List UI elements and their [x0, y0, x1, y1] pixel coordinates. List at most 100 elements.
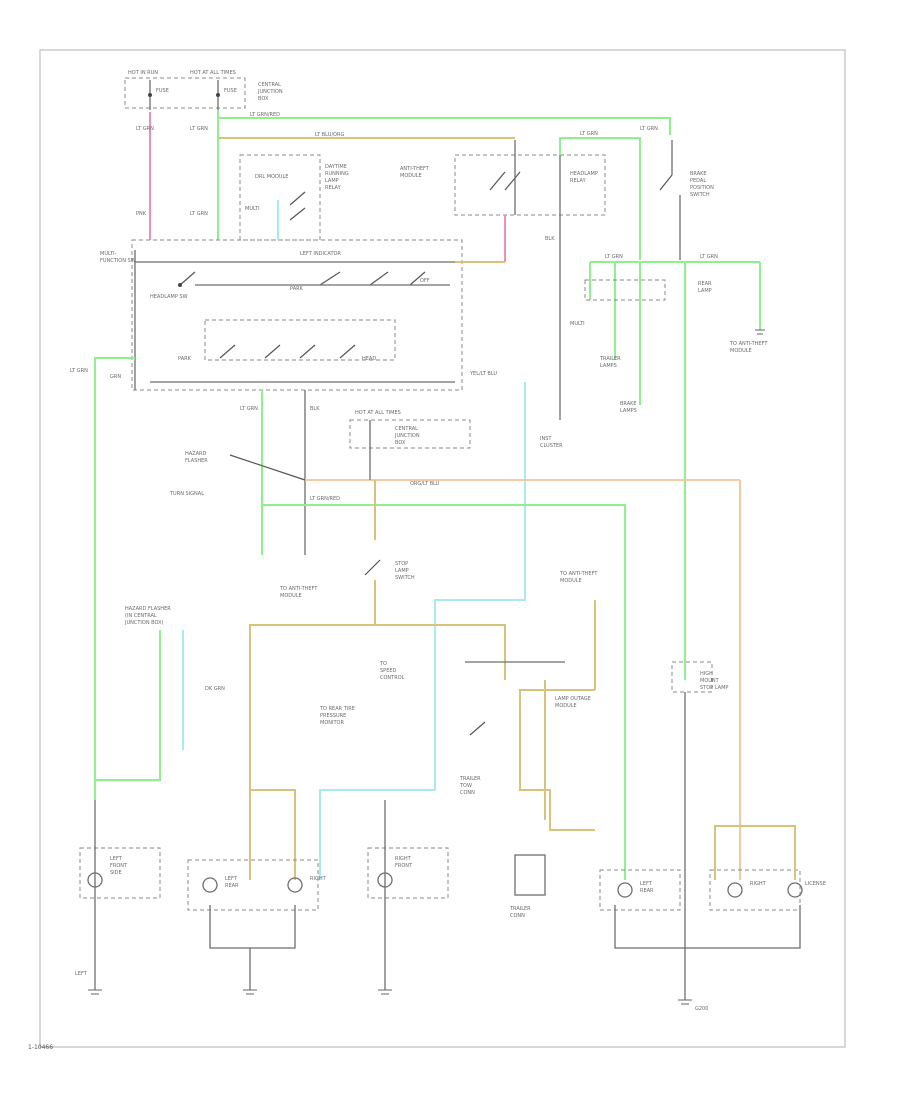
- svg-text:MODULE: MODULE: [560, 578, 582, 584]
- high-mount-stop-lamp: HIGH MOUNT STOP LAMP: [671, 661, 728, 1000]
- svg-text:SPEED: SPEED: [380, 668, 397, 674]
- svg-text:RELAY: RELAY: [570, 178, 587, 184]
- svg-text:POSITION: POSITION: [690, 185, 714, 191]
- green-bus-right: LT GRN LT GRN MULTI TRAILER LAMPS BRAKE …: [570, 254, 768, 680]
- rear-lamp-right-group: LEFT REAR RIGHT LICENSE G200: [599, 825, 826, 1012]
- svg-text:TO REAR TIRE: TO REAR TIRE: [319, 706, 355, 712]
- svg-text:DRL MODULE: DRL MODULE: [255, 174, 288, 180]
- svg-text:REAR: REAR: [698, 281, 712, 287]
- svg-text:INST: INST: [540, 436, 552, 442]
- svg-text:MULTI: MULTI: [245, 206, 260, 212]
- svg-text:MODULE: MODULE: [280, 593, 302, 599]
- svg-text:LEFT: LEFT: [75, 971, 88, 977]
- svg-text:FUNCTION SW: FUNCTION SW: [100, 258, 136, 264]
- svg-text:BOX: BOX: [258, 96, 269, 102]
- svg-text:LT GRN: LT GRN: [190, 126, 208, 132]
- headlamp-switch-box: MULTI- FUNCTION SW HEADLAMP SW PARK HEAD…: [100, 239, 497, 391]
- diagram-frame: [39, 49, 846, 1048]
- svg-text:RUNNING: RUNNING: [325, 171, 349, 177]
- svg-text:BLK: BLK: [310, 406, 320, 412]
- svg-text:HEADLAMP SW: HEADLAMP SW: [150, 294, 188, 300]
- svg-text:TURN SIGNAL: TURN SIGNAL: [169, 491, 204, 497]
- blue-wire-long: [319, 382, 526, 880]
- brake-pedal-switch: BRAKE PEDAL POSITION SWITCH LT GRN LT GR…: [559, 126, 714, 260]
- svg-text:TRAILER: TRAILER: [459, 776, 481, 782]
- svg-text:MONITOR: MONITOR: [320, 720, 344, 726]
- svg-text:HEADLAMP: HEADLAMP: [570, 171, 598, 177]
- svg-text:REAR: REAR: [225, 883, 239, 889]
- svg-text:RIGHT: RIGHT: [310, 876, 327, 882]
- svg-text:TO ANTI-THEFT: TO ANTI-THEFT: [279, 586, 318, 592]
- svg-text:CLUSTER: CLUSTER: [540, 443, 563, 449]
- svg-text:(IN CENTRAL: (IN CENTRAL: [125, 613, 157, 619]
- middle-section: LT GRN BLK HAZARD FLASHER TURN SIGNAL LT…: [169, 390, 741, 880]
- svg-text:FLASHER: FLASHER: [185, 458, 208, 464]
- svg-text:YEL/LT BLU: YEL/LT BLU: [469, 371, 497, 377]
- svg-text:REAR: REAR: [640, 888, 654, 894]
- svg-text:FRONT: FRONT: [110, 863, 128, 869]
- svg-text:CENTRAL: CENTRAL: [258, 82, 281, 88]
- svg-text:HOT AT ALL TIMES: HOT AT ALL TIMES: [355, 410, 401, 416]
- svg-text:FRONT: FRONT: [395, 863, 413, 869]
- svg-text:TRAILER: TRAILER: [509, 906, 531, 912]
- svg-text:LT GRN: LT GRN: [605, 254, 623, 260]
- svg-text:LAMPS: LAMPS: [620, 408, 637, 414]
- stop-lamp-fuse: HOT AT ALL TIMES CENTRAL JUNCTION BOX ST…: [349, 410, 471, 581]
- svg-text:LAMPS: LAMPS: [600, 363, 617, 369]
- svg-text:CENTRAL: CENTRAL: [395, 426, 418, 432]
- right-front-lamp-group: RIGHT FRONT: [367, 800, 449, 995]
- svg-text:PNK: PNK: [136, 211, 147, 217]
- svg-text:BRAKE: BRAKE: [620, 401, 637, 407]
- svg-text:CONN: CONN: [460, 790, 475, 796]
- diagram-code: 1-10466: [28, 1044, 54, 1051]
- svg-text:LICENSE: LICENSE: [805, 881, 826, 887]
- left-front-lamp-group: LEFT FRONT SIDE LEFT: [75, 800, 161, 995]
- tan-wire-network: TO SPEED CONTROL TO REAR TIRE PRESSURE M…: [205, 580, 506, 880]
- svg-text:LEFT: LEFT: [110, 856, 123, 862]
- svg-text:JUNCTION: JUNCTION: [257, 89, 283, 95]
- svg-text:LEFT: LEFT: [640, 881, 653, 887]
- svg-text:GRN: GRN: [110, 374, 121, 380]
- svg-text:DK GRN: DK GRN: [205, 686, 225, 692]
- svg-text:MULTI: MULTI: [570, 321, 585, 327]
- svg-text:LAMP: LAMP: [698, 288, 712, 294]
- svg-text:FUSE: FUSE: [224, 88, 237, 94]
- svg-text:LT GRN: LT GRN: [70, 368, 88, 374]
- svg-text:LAMP: LAMP: [325, 178, 339, 184]
- svg-text:TO: TO: [379, 661, 387, 667]
- svg-text:LT GRN: LT GRN: [700, 254, 718, 260]
- svg-text:FUSE: FUSE: [156, 88, 169, 94]
- svg-text:LT GRN: LT GRN: [136, 126, 154, 132]
- headlamp-relay-box: ANTI-THEFT MODULE HEADLAMP RELAY: [135, 140, 606, 263]
- svg-text:DAYTIME: DAYTIME: [325, 164, 347, 170]
- svg-text:JUNCTION: JUNCTION: [394, 433, 420, 439]
- svg-text:SWITCH: SWITCH: [690, 192, 710, 198]
- svg-text:PARK: PARK: [178, 356, 192, 362]
- svg-text:OFF: OFF: [420, 278, 430, 284]
- pink-wire-left: LT GRN PNK: [136, 112, 154, 240]
- svg-text:LT GRN: LT GRN: [190, 211, 208, 217]
- svg-text:MOUNT: MOUNT: [700, 678, 720, 684]
- svg-text:MODULE: MODULE: [555, 703, 577, 709]
- svg-text:MODULE: MODULE: [730, 348, 752, 354]
- svg-text:JUNCTION BOX): JUNCTION BOX): [124, 620, 164, 626]
- svg-text:LAMP OUTAGE: LAMP OUTAGE: [555, 696, 591, 702]
- svg-text:MODULE: MODULE: [400, 173, 422, 179]
- lamp-outage-module: TO ANTI-THEFT MODULE LAMP OUTAGE MODULE …: [459, 571, 598, 831]
- svg-text:BLK: BLK: [545, 236, 555, 242]
- svg-text:CONN: CONN: [510, 913, 525, 919]
- svg-text:RIGHT: RIGHT: [395, 856, 412, 862]
- svg-text:LEFT: LEFT: [225, 876, 238, 882]
- svg-text:HOT IN RUN: HOT IN RUN: [128, 70, 158, 76]
- svg-text:CONTROL: CONTROL: [380, 675, 405, 681]
- svg-text:LT GRN/RED: LT GRN/RED: [250, 112, 280, 118]
- svg-text:MULTI-: MULTI-: [100, 251, 117, 257]
- svg-text:LT GRN: LT GRN: [580, 131, 598, 137]
- svg-text:SIDE: SIDE: [110, 870, 122, 876]
- power-source-fuses: HOT IN RUN HOT AT ALL TIMES CENTRAL JUNC…: [124, 70, 283, 110]
- svg-text:LT BLU/ORG: LT BLU/ORG: [315, 132, 344, 138]
- svg-text:G200: G200: [695, 1006, 708, 1012]
- svg-text:ANTI-THEFT: ANTI-THEFT: [400, 166, 430, 172]
- trailer-connector-block: TRAILER CONN: [509, 854, 546, 919]
